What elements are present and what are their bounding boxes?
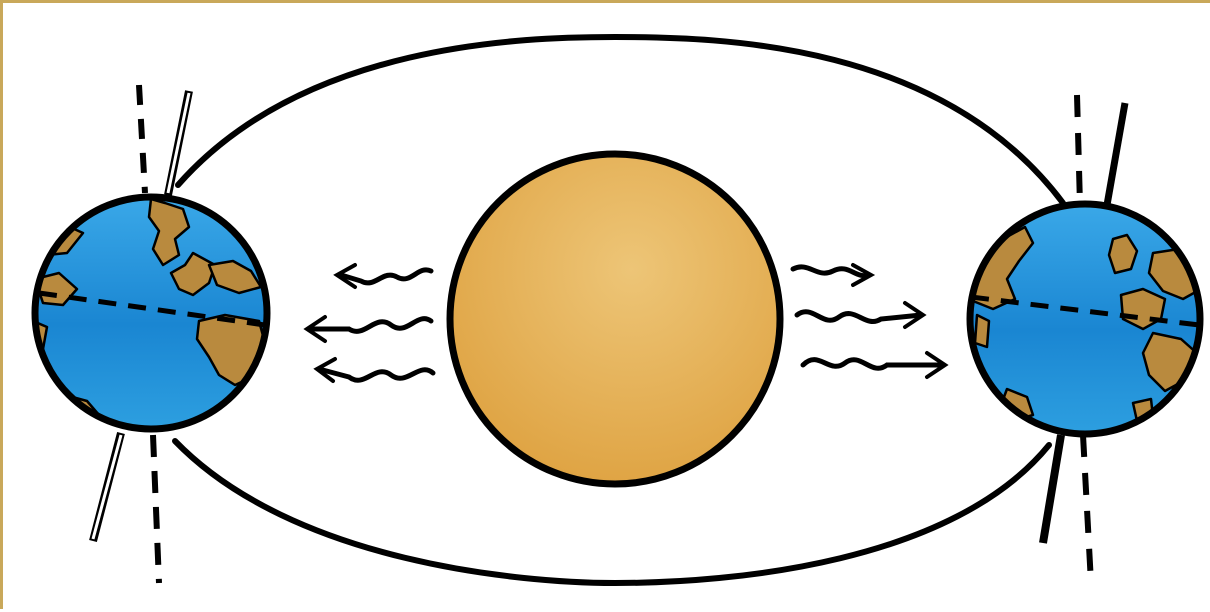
radiation-arrows-right	[793, 265, 945, 377]
sun	[450, 154, 780, 484]
wavy-arrow-left-1	[341, 270, 431, 283]
seasons-diagram	[3, 3, 1210, 612]
radiation-arrows-left	[307, 265, 433, 381]
wavy-arrow-right-3	[803, 360, 943, 369]
wavy-arrow-right-2	[797, 312, 921, 322]
landmass	[975, 315, 989, 347]
wavy-arrow-left-3	[319, 369, 433, 380]
earth-right	[970, 204, 1201, 434]
tilted-axis-top	[1107, 103, 1125, 205]
earth-left	[31, 197, 267, 429]
wavy-arrow-left-2	[309, 319, 431, 332]
